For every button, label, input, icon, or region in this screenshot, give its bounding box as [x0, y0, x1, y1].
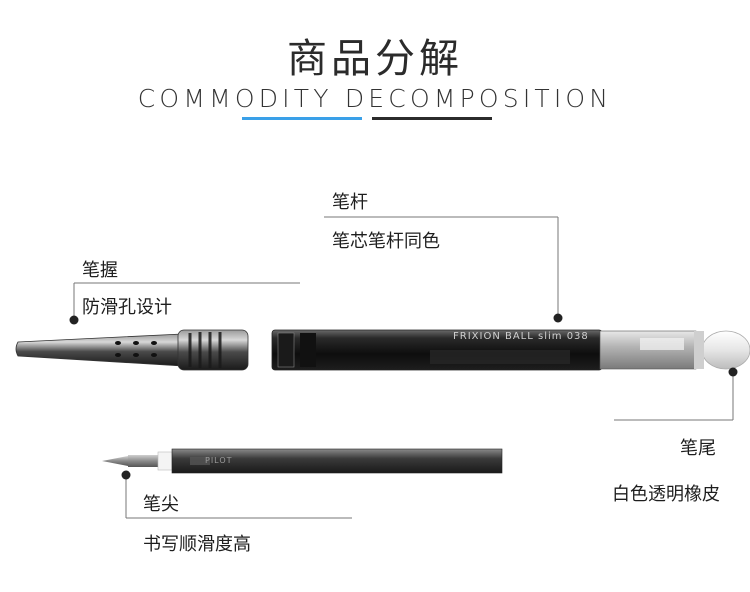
pen-barrel: [271, 329, 750, 371]
tail-desc: 白色透明橡皮: [612, 484, 720, 505]
page-subtitle: COMMODITY DECOMPOSITION: [137, 84, 613, 113]
barrel-print-text: FRIXION BALL slim 038: [453, 331, 589, 342]
refill-print-text: PILOT: [205, 456, 233, 465]
page-title: 商品分解: [287, 36, 463, 82]
callout-dots: [69, 313, 738, 480]
grip-holes: [115, 341, 157, 357]
title-underline-dark: [372, 117, 492, 120]
tail-name: 笔尾: [680, 438, 716, 459]
callout-lines: [73, 216, 734, 519]
barrel-desc: 笔芯笔杆同色: [332, 231, 440, 252]
tip-desc: 书写顺滑度高: [143, 534, 251, 555]
grip-name: 笔握: [82, 260, 118, 281]
grip-desc: 防滑孔设计: [82, 297, 172, 318]
pen-refill: [102, 448, 503, 474]
title-underline-blue: [242, 117, 362, 120]
tip-name: 笔尖: [143, 494, 179, 515]
pen-cap: [15, 329, 249, 371]
barrel-name: 笔杆: [332, 192, 368, 213]
